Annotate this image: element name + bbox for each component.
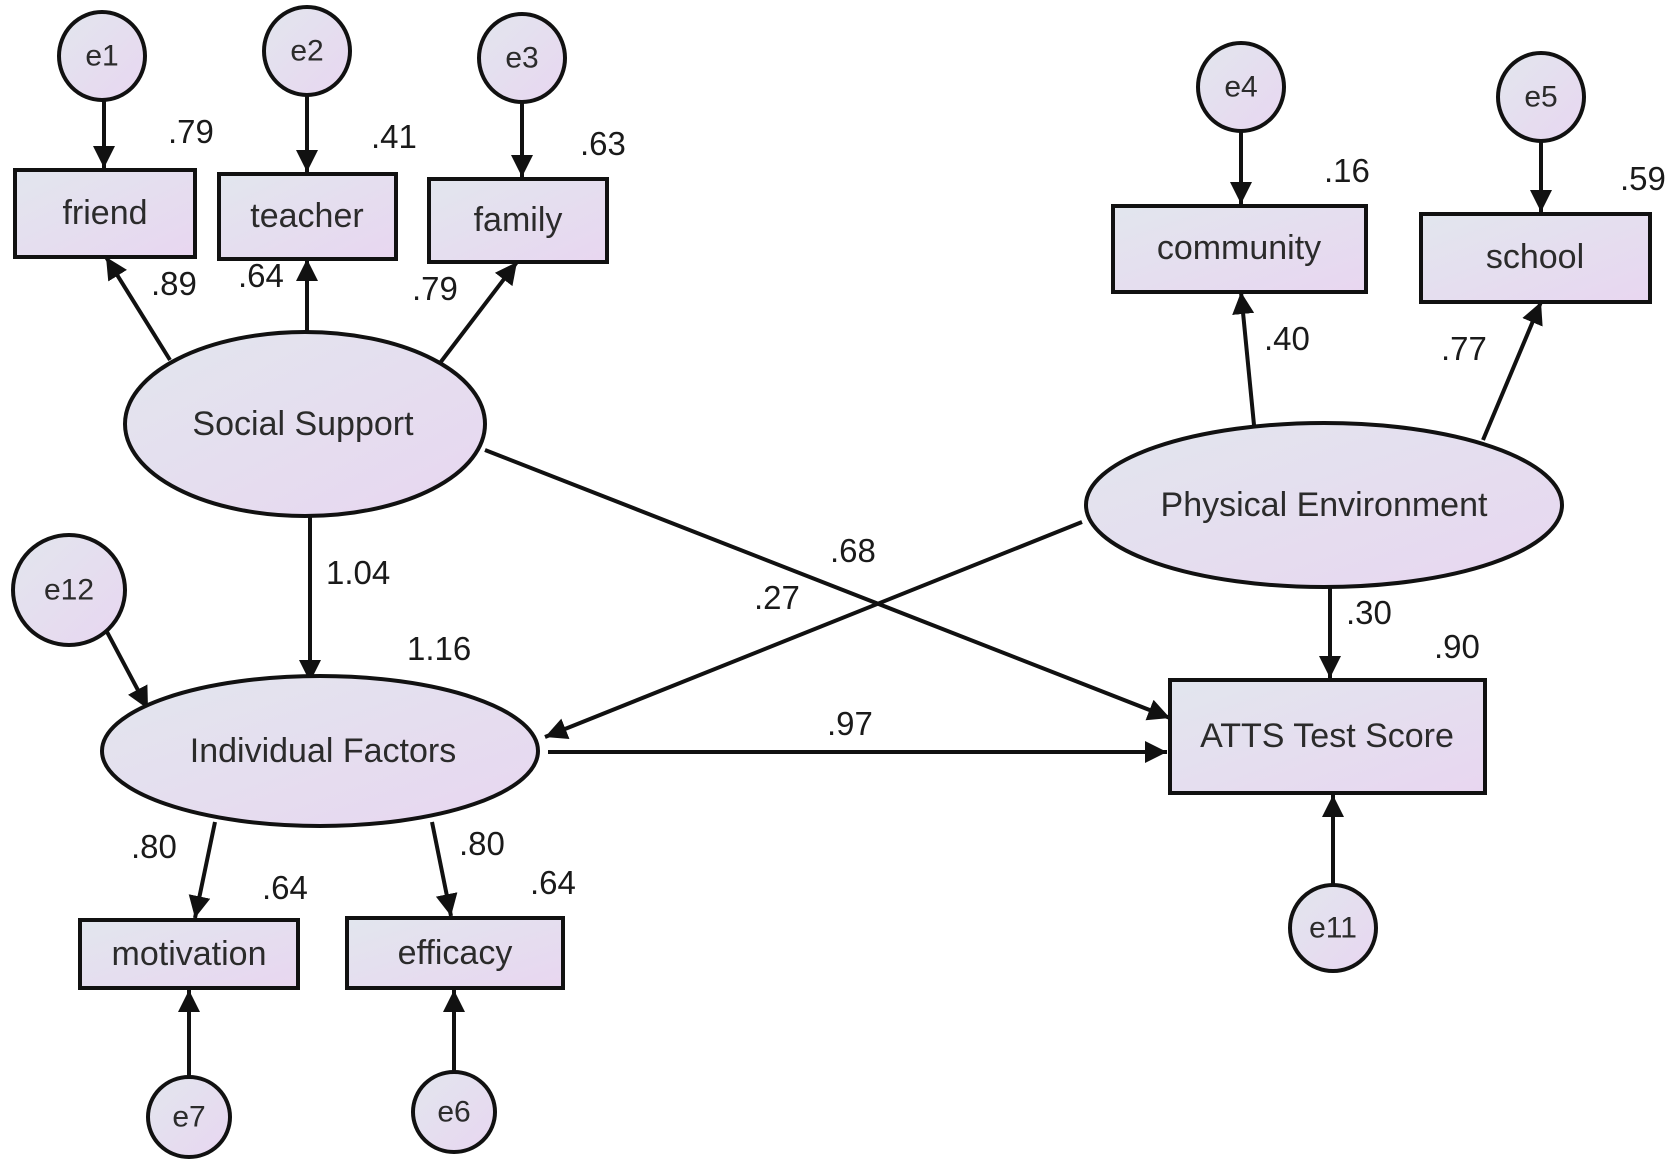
coef-pe-atts: .30 [1346, 594, 1392, 631]
load-motivation: .80 [131, 828, 177, 865]
r2-motivation: .64 [262, 869, 308, 906]
error-terms: e1 e2 e3 e4 e5 e12 e7 e6 [11, 5, 1586, 1159]
error-e6: e6 [411, 1070, 497, 1154]
error-e2-label: e2 [290, 35, 323, 68]
r2-friend: .79 [168, 113, 214, 150]
box-school: school [1419, 212, 1652, 304]
box-motivation: motivation [78, 918, 300, 990]
path-ss-family [438, 260, 519, 365]
box-family: family [427, 177, 609, 264]
latent-physical-environment: Physical Environment [1084, 421, 1564, 589]
error-e11: e11 [1288, 883, 1378, 973]
path-pe-school [1481, 301, 1543, 441]
error-e12-label: e12 [44, 574, 94, 607]
path-ss-friend [104, 255, 172, 362]
friend-label: friend [62, 194, 147, 232]
r2-school: .59 [1620, 160, 1666, 197]
error-e7: e7 [146, 1075, 232, 1159]
box-efficacy: efficacy [345, 916, 565, 990]
paths [93, 95, 1552, 1080]
physical-environment-label: Physical Environment [1161, 486, 1488, 524]
error-e5-label: e5 [1524, 81, 1557, 114]
load-family: .79 [412, 270, 458, 307]
path-pe-if [544, 520, 1083, 740]
coef-ss-atts: .68 [830, 532, 876, 569]
error-e4: e4 [1196, 41, 1286, 133]
box-friend: friend [13, 168, 197, 259]
r2-atts: .90 [1434, 628, 1480, 665]
path-if-efficacy [430, 821, 458, 917]
coef-if-atts: .97 [827, 705, 873, 742]
load-community: .40 [1264, 320, 1310, 357]
path-ss-atts [484, 448, 1171, 721]
error-e5: e5 [1496, 51, 1586, 143]
error-e1-label: e1 [85, 40, 118, 73]
school-label: school [1486, 238, 1584, 276]
motivation-label: motivation [112, 935, 267, 973]
r2-individual-factors: 1.16 [407, 630, 471, 667]
error-e3-label: e3 [505, 42, 538, 75]
coef-ss-if: 1.04 [326, 554, 390, 591]
box-community: community [1111, 204, 1368, 294]
r2-teacher: .41 [371, 118, 417, 155]
error-e3: e3 [477, 12, 567, 104]
error-e12: e12 [11, 533, 127, 647]
error-e6-label: e6 [437, 1096, 470, 1129]
latent-variables: Social Support Physical Environment Indi… [100, 330, 1564, 828]
atts-label: ATTS Test Score [1200, 717, 1454, 755]
social-support-label: Social Support [192, 405, 414, 443]
path-e12-if [104, 629, 150, 710]
latent-social-support: Social Support [123, 330, 487, 518]
community-label: community [1157, 229, 1321, 267]
path-if-motivation [188, 821, 217, 919]
load-teacher: .64 [238, 257, 284, 294]
load-efficacy: .80 [459, 825, 505, 862]
r2-community: .16 [1324, 152, 1370, 189]
error-e2: e2 [262, 5, 352, 97]
load-school: .77 [1441, 330, 1487, 367]
error-e11-label: e11 [1309, 912, 1357, 945]
r2-family: .63 [580, 125, 626, 162]
box-teacher: teacher [217, 172, 398, 261]
box-atts-test-score: ATTS Test Score [1168, 678, 1487, 795]
teacher-label: teacher [250, 197, 363, 235]
efficacy-label: efficacy [398, 934, 513, 972]
family-label: family [474, 201, 563, 239]
path-pe-community [1232, 291, 1256, 426]
error-e4-label: e4 [1224, 71, 1257, 104]
r2-efficacy: .64 [530, 864, 576, 901]
error-e7-label: e7 [172, 1101, 205, 1134]
latent-individual-factors: Individual Factors [100, 674, 540, 828]
coefficients: .79 .41 .63 .16 .59 .89 .64 .79 .40 .77 … [131, 113, 1666, 906]
observed-variables: friend teacher family community school m… [13, 168, 1652, 990]
coef-pe-if: .27 [754, 579, 800, 616]
individual-factors-label: Individual Factors [190, 732, 456, 770]
load-friend: .89 [151, 265, 197, 302]
error-e1: e1 [57, 10, 147, 102]
